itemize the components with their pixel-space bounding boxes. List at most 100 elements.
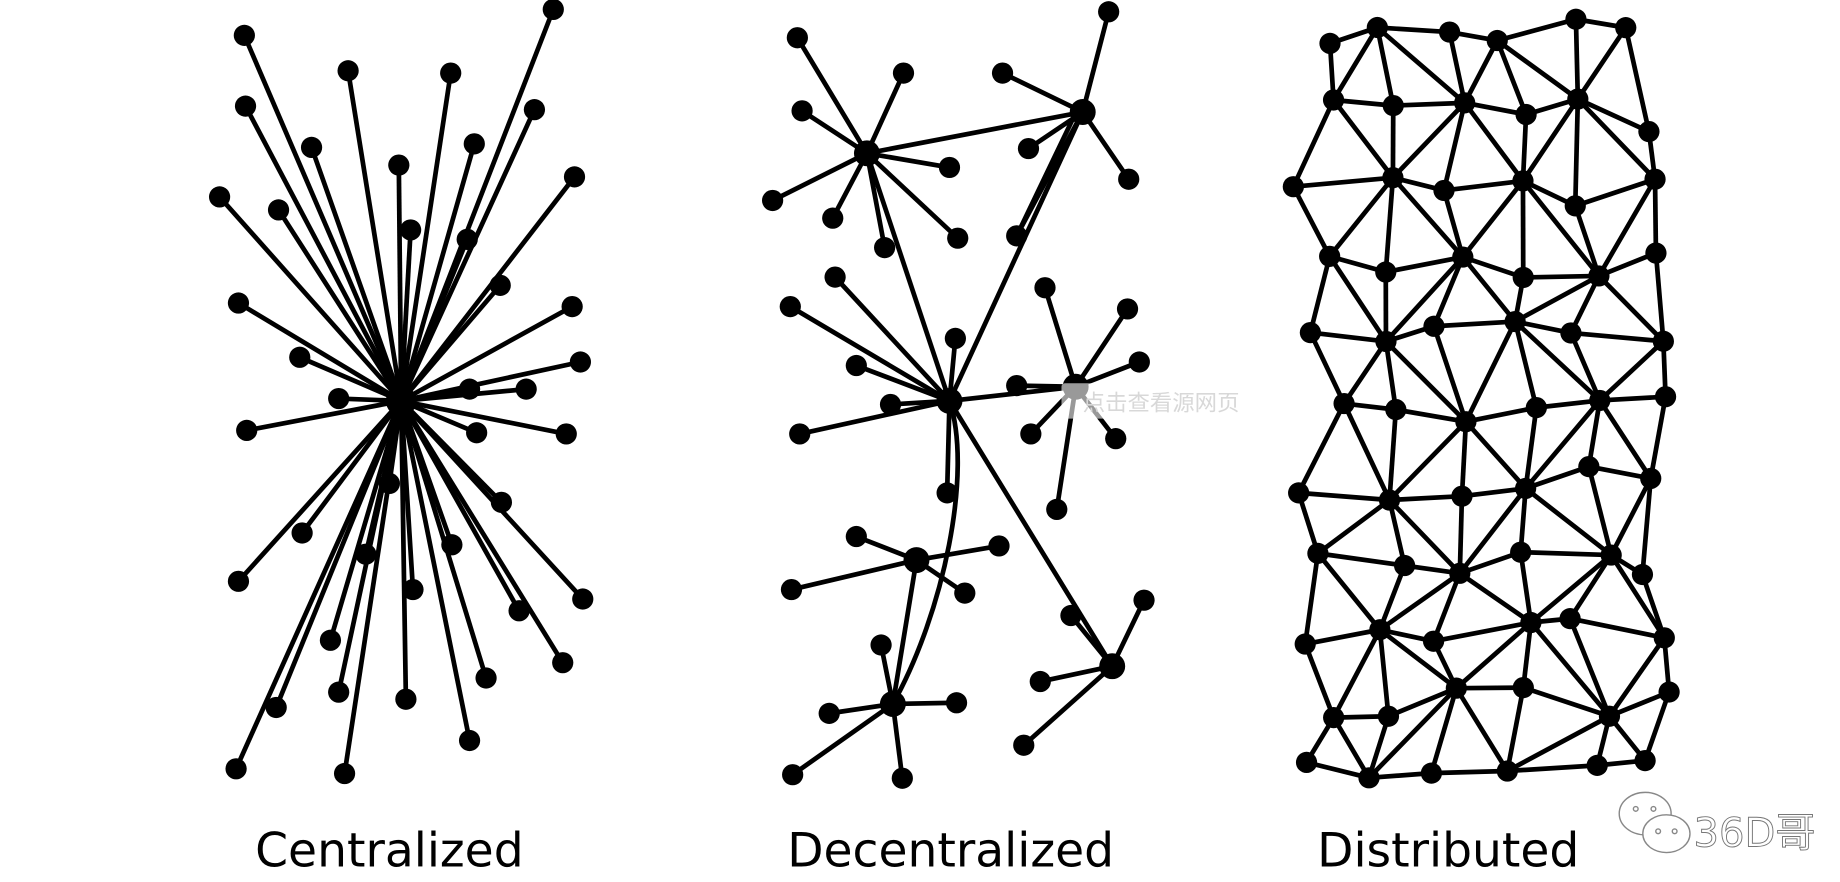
edge xyxy=(947,399,1115,668)
edge xyxy=(1522,685,1611,719)
edge xyxy=(400,398,567,437)
node xyxy=(1069,99,1096,125)
node xyxy=(991,62,1014,84)
node xyxy=(1099,653,1126,680)
node xyxy=(1105,428,1127,450)
node xyxy=(1455,411,1477,433)
edge xyxy=(1042,287,1078,388)
node xyxy=(1615,17,1637,39)
node xyxy=(402,578,424,601)
node xyxy=(1560,322,1582,344)
node xyxy=(1644,168,1666,190)
node xyxy=(328,681,350,703)
node xyxy=(1020,423,1042,445)
node xyxy=(552,652,574,674)
edge xyxy=(1642,691,1672,762)
edge xyxy=(1022,664,1114,747)
edge xyxy=(1317,551,1405,568)
node xyxy=(879,393,902,416)
node xyxy=(853,140,880,167)
node xyxy=(938,156,961,179)
node xyxy=(1600,544,1622,566)
edge xyxy=(1331,716,1372,780)
edge xyxy=(1513,319,1602,403)
edge xyxy=(1460,255,1517,324)
edge xyxy=(398,143,477,402)
node xyxy=(1116,298,1139,320)
edge xyxy=(1293,175,1394,190)
node xyxy=(789,423,811,445)
edge xyxy=(1454,620,1533,690)
view-source-hint[interactable]: 点击查看源网页 xyxy=(1083,390,1240,416)
edge xyxy=(1310,330,1387,344)
node xyxy=(1653,627,1675,649)
edge xyxy=(1640,478,1654,575)
edge xyxy=(866,109,1084,156)
edge xyxy=(1457,496,1465,574)
edge xyxy=(1431,325,1469,423)
edge xyxy=(1431,768,1508,776)
edge xyxy=(1378,627,1458,691)
edge xyxy=(300,399,404,535)
edge xyxy=(1291,185,1332,258)
node xyxy=(572,588,594,610)
node xyxy=(385,385,417,417)
edge xyxy=(398,400,472,741)
edge xyxy=(1387,685,1458,719)
view-source-overlay[interactable] xyxy=(1061,383,1248,419)
node xyxy=(1017,137,1040,160)
edge xyxy=(1377,564,1407,631)
edge xyxy=(328,400,404,641)
node xyxy=(1118,168,1140,190)
edge xyxy=(217,195,403,403)
edge xyxy=(1302,553,1321,645)
edge xyxy=(1462,254,1524,280)
node xyxy=(1422,630,1445,652)
edge xyxy=(947,111,1085,402)
node xyxy=(945,692,968,714)
node xyxy=(508,600,530,622)
edge xyxy=(1431,256,1465,328)
edge xyxy=(398,72,454,402)
edge xyxy=(1648,396,1668,479)
node xyxy=(328,387,350,410)
edge xyxy=(1653,252,1666,342)
edge xyxy=(1462,39,1500,104)
edge xyxy=(1383,341,1399,410)
edge xyxy=(1505,687,1526,772)
edge xyxy=(1391,101,1467,180)
node xyxy=(1307,542,1329,564)
edge xyxy=(1454,686,1510,773)
node xyxy=(1282,176,1304,198)
edge xyxy=(771,151,868,203)
node xyxy=(227,292,250,314)
edge xyxy=(1463,320,1518,423)
edge xyxy=(1331,98,1395,180)
edge xyxy=(1308,255,1332,334)
edge xyxy=(1573,205,1602,277)
edge xyxy=(1609,477,1653,557)
node xyxy=(1658,681,1680,703)
node xyxy=(1645,242,1667,264)
edge xyxy=(1316,498,1391,556)
node xyxy=(1375,261,1397,283)
edge xyxy=(1586,466,1614,556)
node xyxy=(1393,554,1416,577)
edge xyxy=(1512,320,1539,409)
edge xyxy=(864,152,952,402)
node xyxy=(1358,767,1380,789)
edge xyxy=(242,34,404,402)
edge xyxy=(1597,274,1666,343)
node xyxy=(291,522,313,544)
edge xyxy=(890,559,919,705)
node xyxy=(1006,225,1028,247)
edge xyxy=(795,36,869,155)
node xyxy=(1652,330,1674,352)
node xyxy=(1565,8,1587,30)
edge xyxy=(400,304,574,403)
edge xyxy=(1377,25,1450,35)
edge xyxy=(1607,636,1667,718)
node xyxy=(1423,315,1445,337)
edge xyxy=(1496,16,1577,43)
edge xyxy=(1520,549,1612,558)
